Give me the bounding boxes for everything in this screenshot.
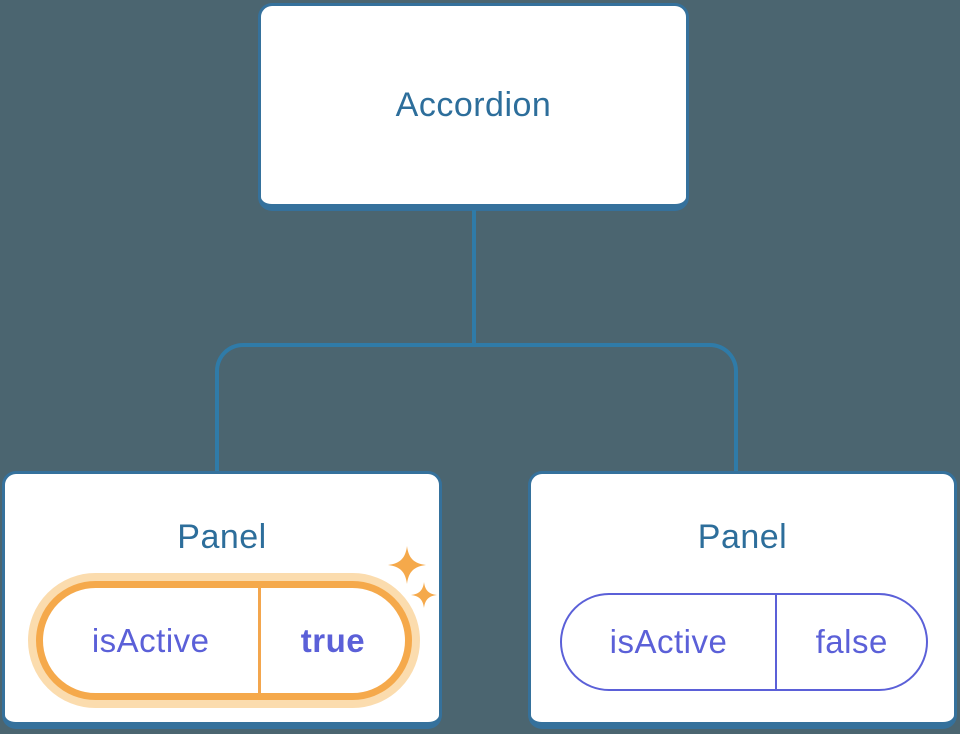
accordion-node: Accordion — [258, 3, 689, 211]
prop-pill-active: isActive true — [28, 573, 420, 708]
panel-node-active: Panel isActive true — [2, 471, 442, 729]
pill-divider — [258, 588, 261, 693]
prop-pill-plain: isActive false — [560, 593, 928, 691]
pill-divider — [774, 595, 778, 689]
prop-pill-active-inner: isActive true — [36, 581, 412, 700]
prop-name: isActive — [91, 621, 210, 659]
prop-value: true — [300, 621, 366, 659]
connector-branch — [215, 343, 738, 472]
accordion-label: Accordion — [395, 85, 552, 124]
panel-node-inactive: Panel isActive false — [528, 471, 957, 729]
prop-value: false — [815, 623, 888, 660]
connector-stem — [472, 210, 476, 347]
prop-name: isActive — [609, 623, 728, 660]
sparkles-icon — [388, 546, 437, 608]
panel-label: Panel — [697, 518, 788, 556]
panel-label: Panel — [177, 518, 267, 556]
